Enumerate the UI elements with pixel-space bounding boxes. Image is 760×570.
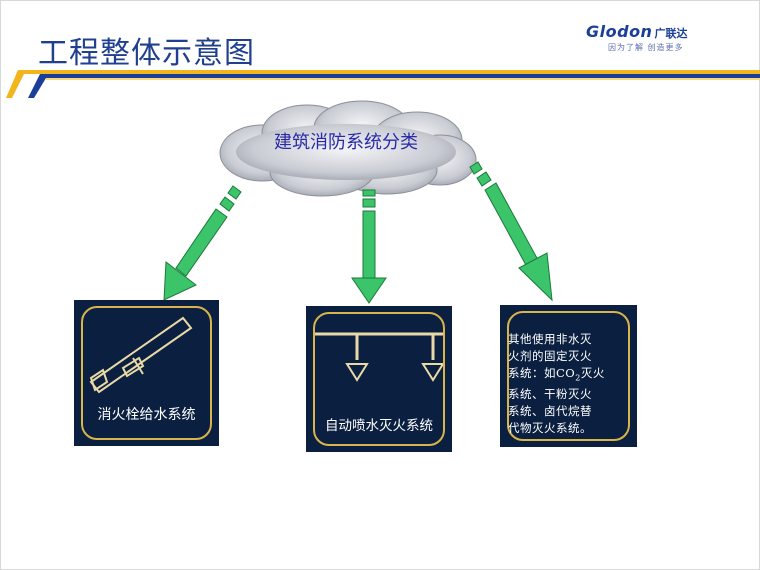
logo-slogan: 因为了解 创造更多 (608, 43, 684, 52)
header-stripe-band (6, 70, 760, 98)
cloud-label: 建筑消防系统分类 (274, 132, 418, 153)
other-systems-text: 其他使用非水灭 火剂的固定灭火 系统：如CO2灭火 系统、干粉灭火 系统、卤代烷… (508, 331, 631, 437)
other-text-line-3: 系统：如CO2灭火 (508, 365, 631, 386)
other-text-line-1: 其他使用非水灭 (508, 332, 592, 346)
other-text-line-6: 代物灭火系统。 (508, 421, 592, 436)
other-text-line-4: 系统、干粉灭火 (508, 387, 592, 402)
other-text-line-3-suffix: 灭火 (580, 366, 605, 380)
sprinkler-pipe-icon (315, 332, 443, 382)
logo-cn-name: 广联达 (654, 27, 688, 40)
arrow-center (351, 189, 387, 304)
other-systems-box: 其他使用非水灭 火剂的固定灭火 系统：如CO2灭火 系统、干粉灭火 系统、卤代烷… (500, 305, 637, 447)
fire-hose-nozzle-icon (89, 316, 193, 394)
hydrant-box-border: 消火栓给水系统 (81, 306, 212, 440)
other-text-line-5: 系统、卤代烷替 (508, 404, 592, 419)
arrow-left (163, 185, 242, 301)
other-text-line-3-prefix: 系统：如CO (508, 366, 576, 380)
other-text-line-2: 火剂的固定灭火 (508, 349, 592, 363)
co2-subscript: 2 (575, 373, 581, 383)
logo-wordmark: Glodon (586, 22, 653, 41)
sprinkler-box-border: 自动喷水灭火系统 (313, 312, 445, 446)
other-box-border (507, 311, 630, 441)
cloud-shape (219, 100, 477, 197)
arrow-right (469, 161, 553, 302)
hydrant-system-label: 消火栓给水系统 (97, 407, 196, 423)
slide-title: 工程整体示意图 (38, 36, 255, 71)
hydrant-system-box: 消火栓给水系统 (74, 300, 219, 446)
sprinkler-system-label: 自动喷水灭火系统 (325, 418, 433, 434)
sprinkler-system-box: 自动喷水灭火系统 (306, 306, 452, 452)
